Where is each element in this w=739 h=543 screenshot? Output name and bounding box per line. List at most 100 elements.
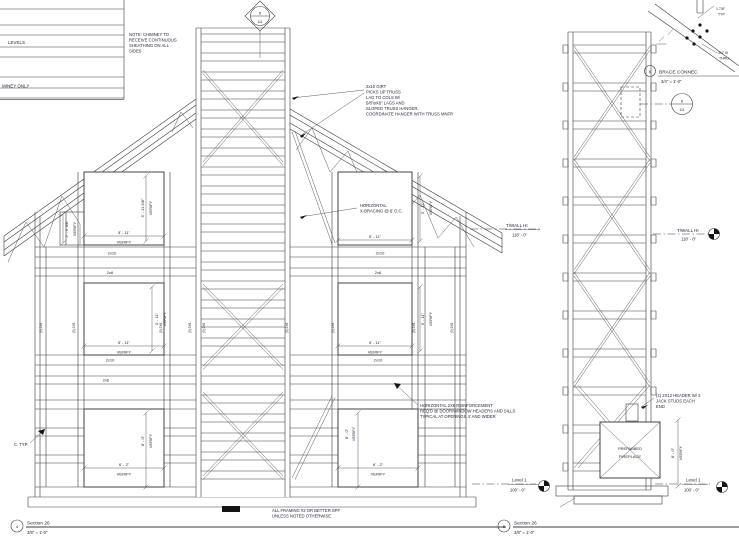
svg-text:(3) 2X6: (3) 2X6 [450, 323, 454, 334]
svg-text:2x10: 2x10 [108, 251, 117, 256]
x-bracing-note: HORIZONTAL X-BRACING @ 6' O.C. [299, 203, 403, 219]
svg-text:ALL FRAMING #2 OR BETTER SPF: ALL FRAMING #2 OR BETTER SPF [272, 508, 340, 513]
svg-text:SIDES: SIDES [129, 49, 142, 54]
svg-text:RECEIVE CONTINUOUS: RECEIVE CONTINUOUS [129, 38, 177, 43]
bolt-dia-note: 3/4" Ø [718, 51, 728, 55]
svg-text:118' - 0": 118' - 0" [681, 237, 697, 242]
svg-text:THRU: THRU [719, 57, 729, 61]
reinforcement-note: HORIZONTAL 2X6 REINFORCEMENT REQ'D @ DOO… [393, 382, 516, 419]
svg-text:4: 4 [16, 524, 19, 529]
level1-label: Level 1 [512, 478, 527, 483]
chimney-sheathing-note: NOTE: CHIMNEY TO RECEIVE CONTINUOUS SHEA… [129, 32, 177, 54]
svg-text:VERIFY: VERIFY [117, 240, 132, 245]
svg-text:NOTE: CHIMNEY TO: NOTE: CHIMNEY TO [129, 32, 170, 37]
svg-text:5' - 11": 5' - 11" [369, 340, 382, 345]
wall-section: PREFABBED FIREPLACE (4) 2X12 HEADER W/ 2… [555, 31, 728, 508]
svg-text:(3) 2X6: (3) 2X6 [159, 323, 163, 334]
svg-text:5' - 11": 5' - 11" [118, 340, 131, 345]
schedule-row-levels: LEVELS [8, 40, 25, 45]
svg-text:6' - 2": 6' - 2" [373, 462, 384, 467]
levels-schedule-table: LEVELS MINEY ONLY [0, 0, 125, 100]
svg-text:LAG TO COLS W/: LAG TO COLS W/ [366, 95, 401, 100]
svg-text:5/8"øX8" LAGS AND: 5/8"øX8" LAGS AND [366, 101, 405, 106]
bolt-spacing-dim: 1 7/8" [716, 7, 726, 11]
bolt-dots [685, 23, 709, 46]
svg-text:TYP: TYP [718, 13, 725, 17]
brace-connection-detail: 1 7/8" TYP 3/4" Ø THRU 6 BRACE CONNEC 3/… [644, 0, 739, 84]
svg-text:2x6: 2x6 [107, 270, 114, 275]
fireplace-assembly: PREFABBED FIREPLACE [599, 403, 661, 479]
level-target-icon [716, 481, 728, 493]
svg-text:8' - 0": 8' - 0" [344, 428, 349, 439]
svg-text:SHEATHING ON ALL: SHEATHING ON ALL [129, 43, 170, 48]
fireplace-height-dim: 8' - 0" VERIFY [670, 417, 683, 489]
svg-text:TYPICAL AT OPENINGS 4' AND WID: TYPICAL AT OPENINGS 4' AND WIDER [420, 414, 496, 419]
svg-text:8' - 0": 8' - 0" [140, 435, 145, 446]
svg-text:UNLESS NOTED OTHERWISE: UNLESS NOTED OTHERWISE [272, 514, 331, 519]
svg-text:2x10: 2x10 [374, 358, 383, 363]
svg-text:FIREPLACE: FIREPLACE [619, 454, 642, 459]
svg-text:VERIFY: VERIFY [371, 472, 386, 477]
view-title-name: Section 26 [27, 521, 50, 527]
detail-callout-bubble: 6 111 [620, 86, 693, 118]
svg-text:(3) 2X6: (3) 2X6 [285, 323, 289, 334]
svg-text:VERIFY: VERIFY [351, 426, 356, 441]
dimension-texts: 5' - 11 5/8" VERIFY 2' - 6 3/8" VERIFY 5… [64, 198, 433, 476]
chimney-blocking [201, 33, 285, 480]
girt-note: 2x10 GIRT PICKS UP TRUSS LAG TO COLS W/ … [291, 84, 453, 138]
svg-text:VERIFY: VERIFY [162, 311, 167, 326]
svg-text:VERIFY: VERIFY [117, 472, 132, 477]
svg-text:Level 1: Level 1 [686, 478, 701, 483]
level-target-icon [538, 480, 550, 492]
svg-text:111: 111 [257, 20, 262, 24]
dimension-lines [60, 173, 423, 490]
svg-text:5' - 11": 5' - 11" [154, 312, 159, 325]
dim-attic-width: 5' - 11" [118, 230, 131, 235]
footing-cut-mark [222, 506, 240, 512]
main-level-markers: T/WALL HI 118' - 0" Level 1 100' - 0" [470, 223, 550, 493]
svg-text:2x6: 2x6 [375, 270, 382, 275]
svg-text:VERIFY: VERIFY [117, 350, 132, 355]
view-title-scale: 3/8" = 1'-0" [27, 530, 48, 535]
svg-text:(3) 2X6: (3) 2X6 [202, 323, 206, 334]
svg-text:T/WALL HI: T/WALL HI [677, 228, 699, 233]
svg-text:111: 111 [679, 108, 684, 112]
fireplace-label: PREFABBED [618, 446, 642, 451]
svg-text:(3) 2X6: (3) 2X6 [72, 323, 76, 334]
svg-text:118' - 0": 118' - 0" [512, 233, 528, 238]
svg-text:2x10: 2x10 [106, 358, 115, 363]
svg-text:JACK STUDS EACH: JACK STUDS EACH [656, 399, 695, 404]
svg-text:(3) 2X6: (3) 2X6 [188, 323, 192, 334]
svg-text:REQ'D @ DOOR/WINDOW HEADERS AN: REQ'D @ DOOR/WINDOW HEADERS AND SILLS [420, 409, 516, 414]
svg-text:6: 6 [649, 69, 652, 74]
svg-text:HORIZONTAL 2X6 REINFORCEMENT: HORIZONTAL 2X6 REINFORCEMENT [420, 403, 493, 408]
detail-scale: 3/4" = 1'-0" [661, 79, 682, 84]
level-target-icon [708, 228, 720, 240]
view-title-right: 5 Section 26 3/8" = 1'-0" [497, 519, 739, 535]
svg-text:5: 5 [259, 11, 262, 16]
section-callout-diamond: 5 111 [244, 0, 276, 58]
schedule-row-chimney-only: MINEY ONLY [2, 84, 29, 89]
girt-end-tabs [562, 44, 657, 472]
svg-text:8' - 0": 8' - 0" [670, 447, 675, 458]
wall-section-braces [573, 45, 651, 469]
svg-text:2x10 GIRT: 2x10 GIRT [366, 84, 387, 89]
framing-note: ALL FRAMING #2 OR BETTER SPF UNLESS NOTE… [272, 508, 340, 519]
dim-attic-height: 5' - 11 5/8" [140, 198, 145, 217]
svg-text:2x10: 2x10 [376, 251, 385, 256]
svg-text:X-BRACING @ 6' O.C.: X-BRACING @ 6' O.C. [360, 209, 403, 214]
wall-section-levels: T/WALL HI 118' - 0" Level 1 100' - 0" [653, 228, 728, 493]
svg-text:VERIFY: VERIFY [368, 350, 383, 355]
svg-text:END: END [656, 404, 665, 409]
detail-title: BRACE CONNEC [659, 70, 698, 76]
svg-text:PICKS UP TRUSS: PICKS UP TRUSS [366, 90, 401, 95]
chimney-x-braces [202, 69, 284, 480]
svg-text:VERIFY: VERIFY [428, 200, 433, 215]
view-title-name: Section 26 [514, 521, 537, 527]
svg-text:VERIFY: VERIFY [72, 221, 77, 236]
member-labels: 2x10 2x10 2x6 2x6 2x10 2x10 2x6 (3) 2X6 … [39, 251, 454, 383]
svg-text:5' - 11": 5' - 11" [369, 234, 382, 239]
svg-text:(3) 2X6: (3) 2X6 [412, 323, 416, 334]
